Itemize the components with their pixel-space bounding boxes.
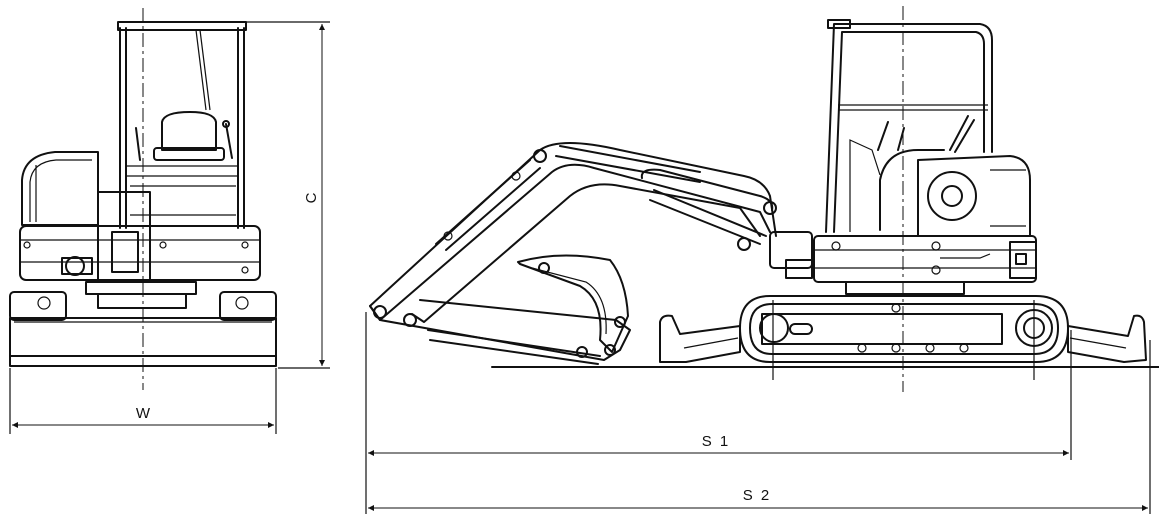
dimension-s2-label: S 2 bbox=[743, 487, 772, 504]
dimension-w: W bbox=[9, 368, 277, 434]
front-view bbox=[9, 8, 277, 390]
dimension-s2: S 2 bbox=[368, 340, 1151, 516]
side-view bbox=[369, 6, 1159, 392]
dimension-w-label: W bbox=[136, 405, 151, 422]
dimension-s1: S 1 bbox=[365, 312, 1072, 516]
dimension-c-label: C bbox=[303, 192, 320, 203]
dimension-s1-label: S 1 bbox=[702, 433, 731, 450]
dimension-c: C bbox=[246, 21, 330, 369]
